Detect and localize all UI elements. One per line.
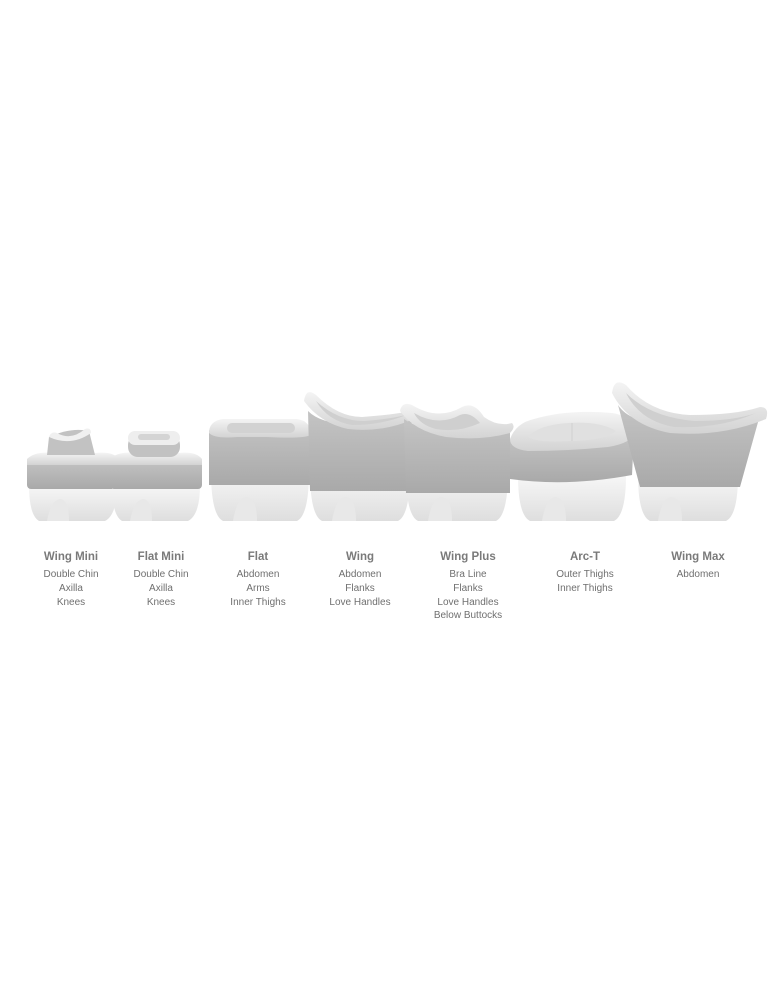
applicator-name: Arc-T [569,551,601,563]
treatment-area: Inner Thighs [230,596,286,608]
applicator-name: Wing Mini [43,551,99,563]
treatment-area: Below Buttocks [433,610,503,622]
treatment-area: Flanks [453,582,483,594]
treatment-area: Love Handles [437,596,499,608]
treatment-area: Axilla [149,582,173,594]
treatment-area: Abdomen [236,569,280,580]
treatment-area: Double Chin [43,569,99,580]
caption-flat: Flat Abdomen Arms Inner Thighs [203,549,313,609]
treatment-area: Inner Thighs [557,582,613,594]
treatment-area: Knees [56,596,86,608]
applicator-name: Flat [247,551,269,563]
treatment-area: Abdomen [676,569,720,580]
arc-t-applicator-image [508,375,636,535]
applicator-name: Flat Mini [137,551,185,563]
caption-flat-mini: Flat Mini Double Chin Axilla Knees [106,549,216,609]
wing-plus-applicator-image [398,375,516,535]
treatment-area: Knees [146,596,176,608]
applicator-name: Wing Max [671,551,725,563]
flat-applicator-image [207,375,312,535]
wing-max-applicator-image [610,375,768,535]
wing-mini-applicator-image [25,375,120,535]
caption-arc-t: Arc-T Outer Thighs Inner Thighs [530,549,640,596]
treatment-area: Bra Line [449,569,487,580]
flat-mini-applicator-image [108,375,203,535]
treatment-area: Outer Thighs [556,569,614,580]
treatment-area: Axilla [59,582,83,594]
treatment-area: Double Chin [133,569,189,580]
caption-wing-mini: Wing Mini Double Chin Axilla Knees [16,549,126,609]
treatment-area: Love Handles [329,596,391,608]
caption-wing-max: Wing Max Abdomen [643,549,753,582]
applicator-name: Wing Plus [440,551,496,563]
caption-wing-plus: Wing Plus Bra Line Flanks Love Handles B… [413,549,523,623]
caption-wing: Wing Abdomen Flanks Love Handles [305,549,415,609]
treatment-area: Arms [246,582,270,594]
treatment-area: Abdomen [338,569,382,580]
applicator-name: Wing [346,551,374,563]
treatment-area: Flanks [345,582,375,594]
wing-applicator-image [302,375,417,535]
